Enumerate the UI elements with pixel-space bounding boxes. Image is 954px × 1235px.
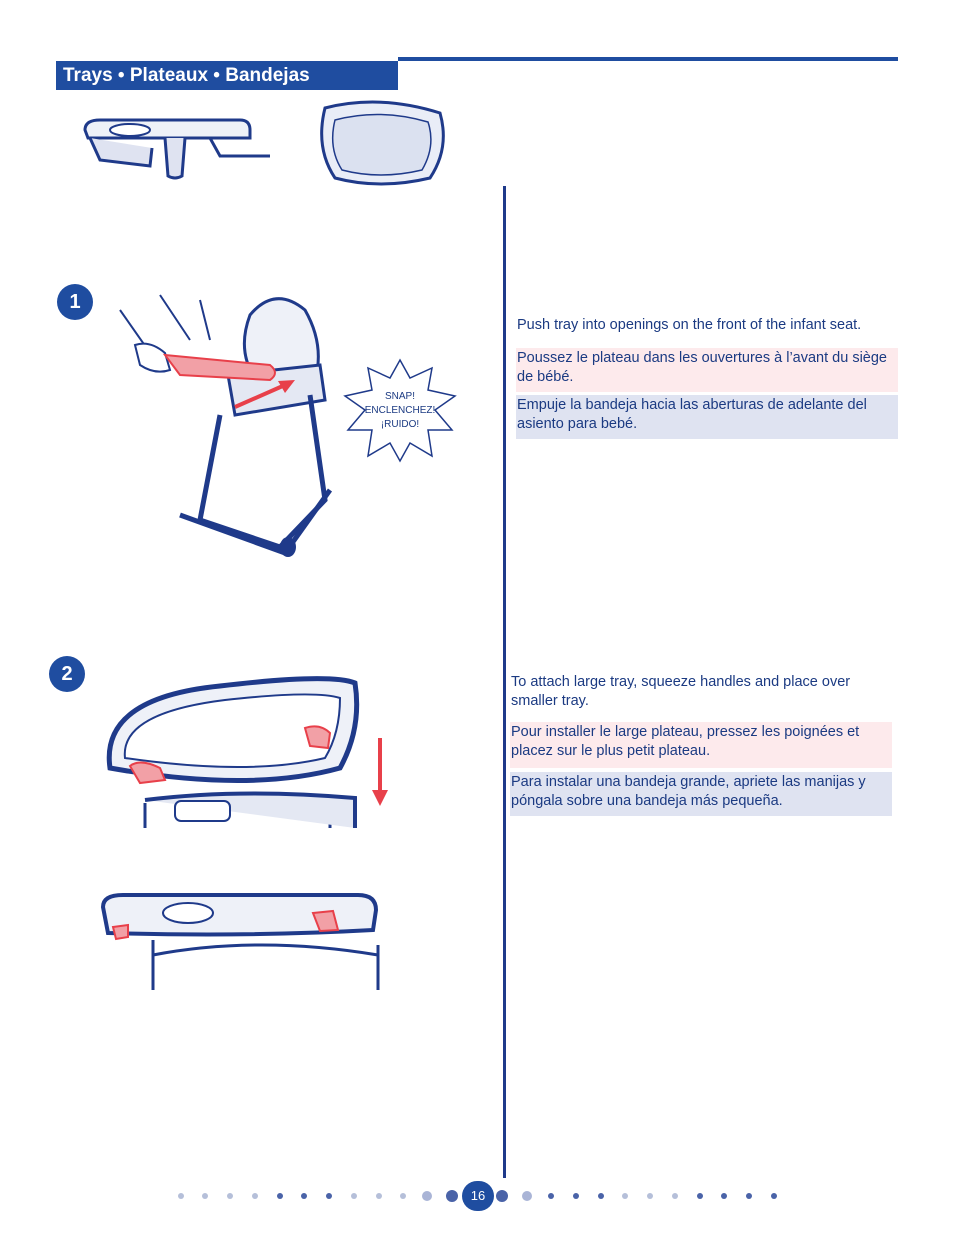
step-1-spanish-text: Empuje la bandeja hacia las aberturas de… — [516, 395, 898, 439]
section-title: Trays • Plateaux • Bandejas — [56, 61, 398, 90]
large-tray-illustration — [320, 100, 445, 186]
step-2-number: 2 — [49, 656, 85, 692]
small-tray-illustration — [83, 118, 270, 180]
step-2-tray-attached-illustration — [100, 893, 380, 990]
footer-dot-row — [170, 1180, 790, 1212]
header-rule — [398, 57, 898, 61]
snap-callout-burst: SNAP! ENCLENCHEZ! ¡RUIDO! — [343, 358, 457, 463]
page-number: 16 — [462, 1181, 494, 1211]
callout-line-2: ENCLENCHEZ! — [365, 405, 436, 416]
step-2-large-tray-attach-illustration — [106, 676, 388, 828]
step-1-english-text: Push tray into openings on the front of … — [517, 317, 862, 333]
callout-line-1: SNAP! — [385, 391, 415, 402]
step-2-french-text: Pour installer le large plateau, pressez… — [510, 722, 892, 768]
step-1-high-chair-illustration — [119, 294, 333, 557]
step-1-number: 1 — [57, 284, 93, 320]
callout-line-3: ¡RUIDO! — [381, 419, 419, 430]
step-2-english-text: To attach large tray, squeeze handles an… — [511, 674, 851, 709]
column-divider — [503, 186, 506, 1178]
step-1-french-text: Poussez le plateau dans les ouvertures à… — [516, 348, 898, 392]
step-2-spanish-text: Para instalar una bandeja grande, apriet… — [510, 772, 892, 816]
